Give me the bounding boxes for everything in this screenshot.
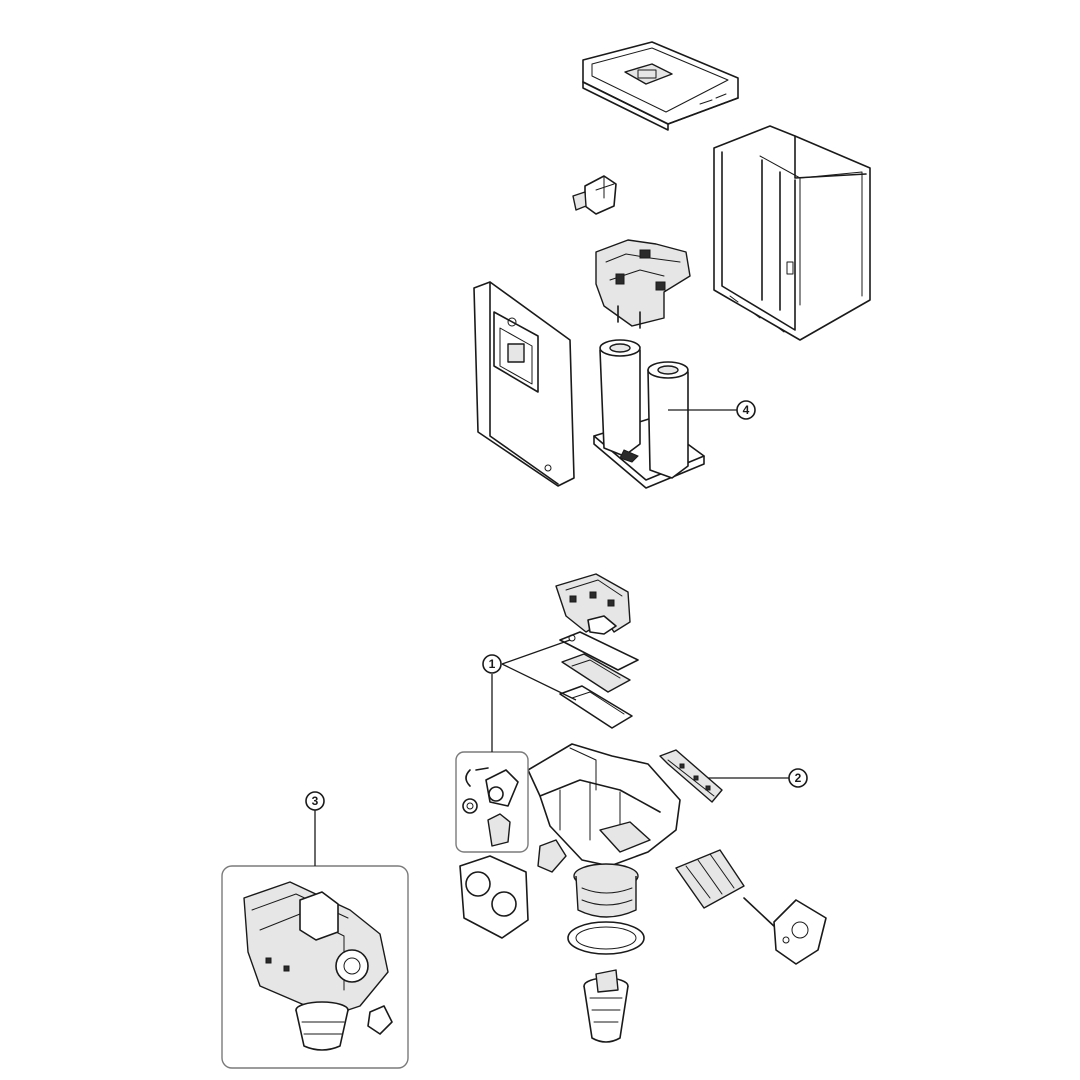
gasket-plates	[559, 631, 639, 729]
distributor-basket	[583, 969, 629, 1043]
bypass-detail-frame	[455, 751, 529, 853]
piston-seal-stack	[675, 849, 827, 965]
right-side-housing	[713, 125, 871, 341]
callout-1-label: 1	[489, 657, 496, 671]
callout-2: 2	[788, 768, 808, 788]
callout-4: 4	[736, 400, 756, 420]
callout-3: 3	[305, 791, 325, 811]
front-door-panel	[473, 281, 575, 487]
callout-1: 1	[482, 654, 502, 674]
bypass-valve-part	[572, 175, 617, 215]
motor-gear-unit	[555, 573, 631, 635]
resin-tanks	[593, 339, 705, 489]
valve-body	[527, 743, 681, 918]
leader-lines	[314, 409, 789, 866]
tank-adapter-ring	[567, 921, 645, 955]
callout-3-label: 3	[312, 794, 319, 808]
leader-line-1a	[501, 639, 571, 665]
top-lid	[582, 41, 739, 131]
pcb-board	[659, 749, 723, 803]
inlet-outlet-flange	[459, 839, 567, 939]
detail-3-frame	[221, 865, 409, 1069]
control-valve-upper	[595, 239, 691, 329]
leader-line-1b	[501, 663, 577, 701]
callout-2-label: 2	[795, 771, 802, 785]
callout-4-label: 4	[743, 403, 750, 417]
